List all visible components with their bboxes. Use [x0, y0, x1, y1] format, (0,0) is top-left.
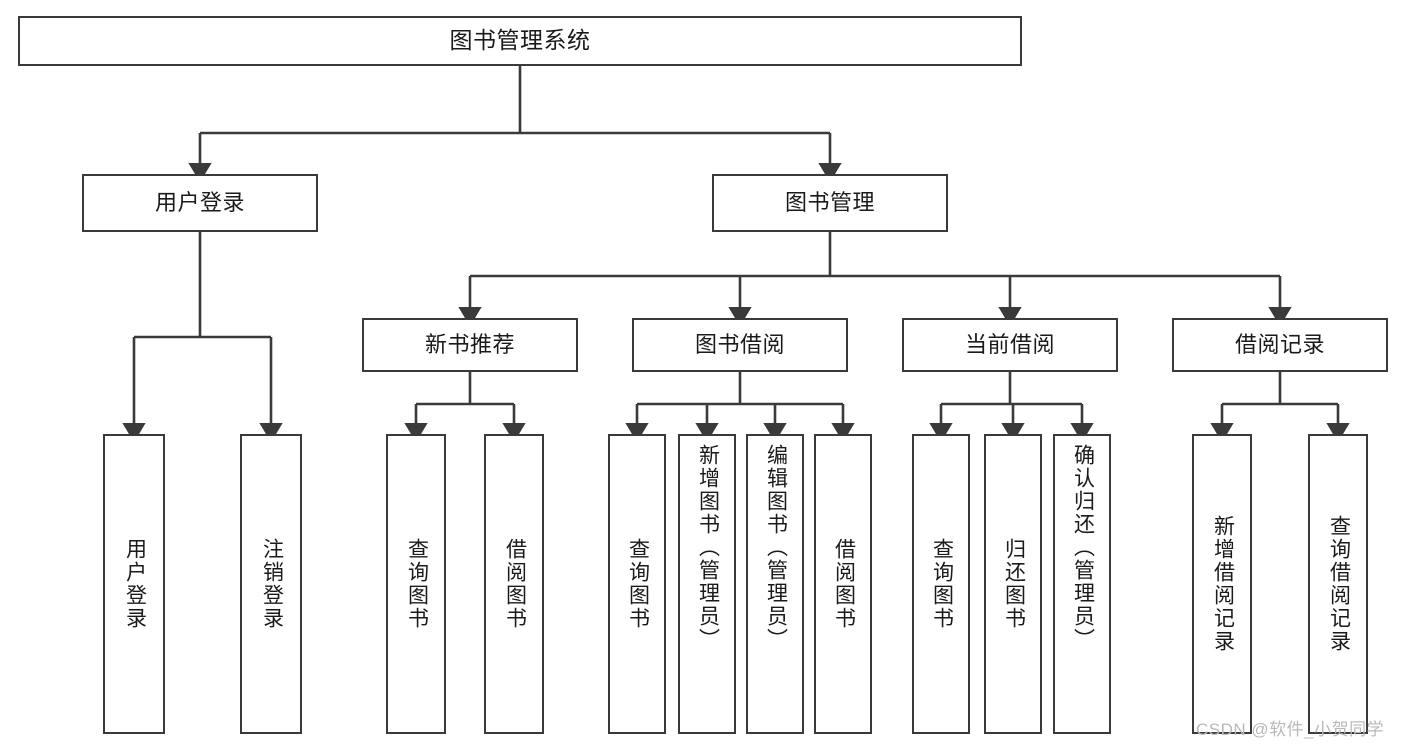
node-leaf-query-book-borrow[interactable]: 查询图书: [608, 434, 666, 734]
node-leaf-borrow-book[interactable]: 借阅图书: [814, 434, 872, 734]
csdn-watermark: CSDN @软件_小贺同学: [1196, 720, 1385, 739]
node-leaf-query-book-rec[interactable]: 查询图书: [386, 434, 446, 734]
node-leaf-return-book-label: 归还图书: [1002, 538, 1026, 630]
node-current-borrow-label: 当前借阅: [964, 331, 1055, 357]
node-borrow-record[interactable]: 借阅记录: [1172, 318, 1388, 372]
node-leaf-user-login-label: 用户登录: [123, 538, 147, 630]
node-leaf-add-record[interactable]: 新增借阅记录: [1192, 434, 1252, 734]
node-leaf-borrow-book-label: 借阅图书: [832, 538, 856, 630]
node-leaf-return-book[interactable]: 归还图书: [984, 434, 1042, 734]
node-user-login[interactable]: 用户登录: [82, 174, 318, 232]
node-book-manage-label: 图书管理: [784, 189, 875, 215]
node-leaf-query-book-cur[interactable]: 查询图书: [912, 434, 970, 734]
node-book-borrow[interactable]: 图书借阅: [632, 318, 848, 372]
node-user-login-label: 用户登录: [154, 189, 245, 215]
node-root[interactable]: 图书管理系统: [18, 16, 1022, 66]
node-leaf-query-record-label: 查询借阅记录: [1327, 515, 1351, 653]
node-leaf-query-book-rec-label: 查询图书: [405, 538, 429, 630]
node-current-borrow[interactable]: 当前借阅: [902, 318, 1118, 372]
node-leaf-add-record-label: 新增借阅记录: [1211, 515, 1235, 653]
node-leaf-logout-label: 注销登录: [260, 538, 284, 630]
node-leaf-query-record[interactable]: 查询借阅记录: [1308, 434, 1368, 734]
node-leaf-borrow-book-rec-label: 借阅图书: [503, 538, 527, 630]
node-leaf-borrow-book-rec[interactable]: 借阅图书: [484, 434, 544, 734]
node-leaf-add-book-label: 新增图书（管理员）: [696, 444, 720, 651]
node-new-book-rec-label: 新书推荐: [424, 331, 515, 357]
node-leaf-query-book-cur-label: 查询图书: [930, 538, 954, 630]
node-book-manage[interactable]: 图书管理: [712, 174, 948, 232]
node-leaf-confirm-return-label: 确认归还（管理员）: [1071, 444, 1095, 651]
node-leaf-add-book[interactable]: 新增图书（管理员）: [678, 434, 736, 734]
node-root-label: 图书管理系统: [449, 27, 591, 54]
node-book-borrow-label: 图书借阅: [694, 331, 785, 357]
node-leaf-user-login[interactable]: 用户登录: [103, 434, 165, 734]
node-new-book-rec[interactable]: 新书推荐: [362, 318, 578, 372]
node-leaf-query-book-borrow-label: 查询图书: [626, 538, 650, 630]
node-leaf-edit-book-label: 编辑图书（管理员）: [764, 444, 788, 651]
node-leaf-logout[interactable]: 注销登录: [240, 434, 302, 734]
node-borrow-record-label: 借阅记录: [1234, 331, 1325, 357]
node-leaf-edit-book[interactable]: 编辑图书（管理员）: [746, 434, 804, 734]
node-leaf-confirm-return[interactable]: 确认归还（管理员）: [1053, 434, 1111, 734]
